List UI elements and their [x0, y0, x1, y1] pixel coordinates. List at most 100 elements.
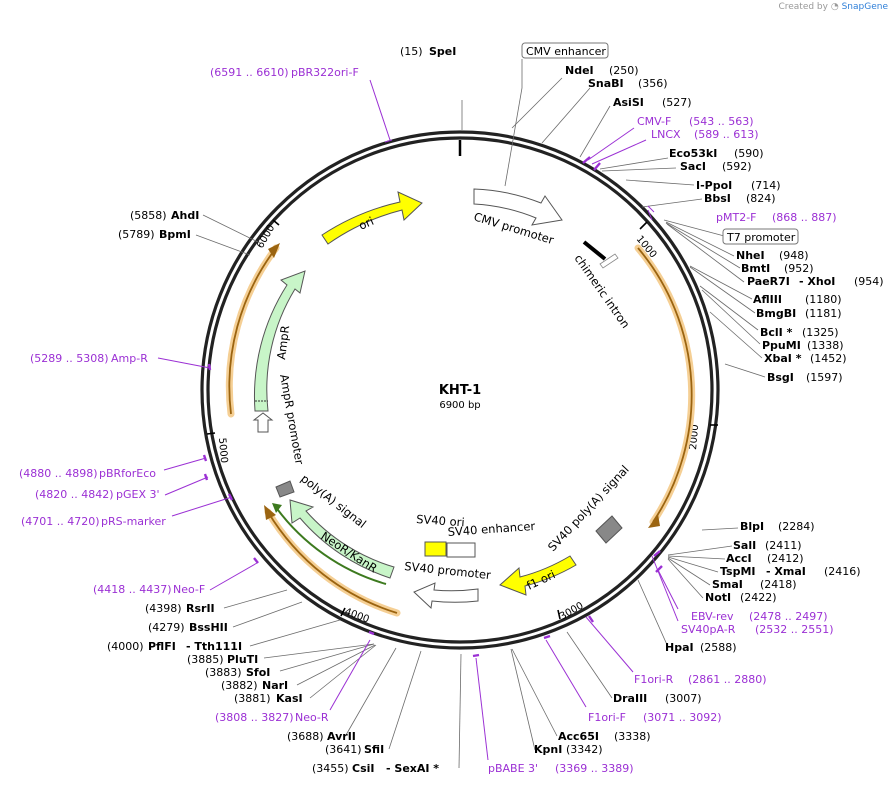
svg-text:(356): (356)	[638, 77, 668, 90]
enzyme-ndeI: NdeI	[565, 64, 594, 77]
enzyme-ppumI: PpuMI	[762, 339, 801, 352]
primer-leaders	[157, 79, 679, 761]
svg-text:(590): (590)	[734, 147, 764, 160]
cmv-promoter-feature	[473, 188, 563, 226]
svg-text:(4398): (4398)	[145, 602, 182, 615]
svg-text:(2418): (2418)	[760, 578, 797, 591]
svg-text:(1325): (1325)	[802, 326, 839, 339]
svg-text:(2478 .. 2497): (2478 .. 2497)	[749, 610, 828, 623]
svg-text:(3808 .. 3827): (3808 .. 3827)	[215, 711, 294, 724]
t7-promoter-box	[722, 228, 799, 245]
enzyme-ahdI: AhdI	[171, 209, 199, 222]
backbone-outer	[200, 130, 720, 650]
svg-text:(5858): (5858)	[130, 209, 167, 222]
svg-text:(2284): (2284)	[778, 520, 815, 533]
svg-text:(2416): (2416)	[824, 565, 861, 578]
sv40-polya-box	[595, 515, 623, 544]
enzyme-bmtI: BmtI	[741, 262, 770, 275]
snapgene-logo-icon: ◔	[830, 2, 839, 12]
svg-text:(5789): (5789)	[118, 228, 155, 241]
enzyme-avrii: AvrII	[327, 730, 356, 743]
enzyme-tspmI: TspMI	[720, 565, 756, 578]
enzyme-sfoI: SfoI	[246, 666, 270, 679]
enzyme-hpaI: HpaI	[665, 641, 694, 654]
enzyme-salI: SalI	[733, 539, 756, 552]
f1-ori-feature	[499, 555, 577, 596]
neor-feature	[289, 499, 395, 579]
svg-text:(3883): (3883)	[205, 666, 242, 679]
enzyme-notI: NotI	[705, 591, 731, 604]
svg-text:(824): (824)	[746, 192, 776, 205]
svg-text:(3455): (3455)	[312, 762, 349, 775]
svg-text:(4000): (4000)	[107, 640, 144, 653]
svg-text:(4701 .. 4720): (4701 .. 4720)	[21, 515, 100, 528]
polya-box	[275, 480, 295, 498]
ampr-promoter-label: AmpR promoter	[277, 373, 307, 466]
sv40-polya-label: SV40 poly(A) signal	[545, 462, 632, 554]
enzyme-bpmI: BpmI	[159, 228, 191, 241]
enzyme-sacI: SacI	[680, 160, 706, 173]
sv40-promoter-feature	[413, 582, 479, 610]
svg-text:- XhoI: - XhoI	[799, 275, 835, 288]
sv40-enhancer-box	[446, 542, 476, 558]
enzyme-eco53kI: Eco53kI	[669, 147, 717, 160]
enzyme-kasI: KasI	[276, 692, 303, 705]
svg-text:(2861 .. 2880): (2861 .. 2880)	[688, 673, 767, 686]
svg-text:(954): (954)	[854, 275, 884, 288]
cmv-enhancer-label: CMV enhancer	[526, 45, 606, 58]
svg-text:(2532 .. 2551): (2532 .. 2551)	[755, 623, 834, 636]
enzyme-afliii: AflIII	[753, 293, 782, 306]
chimeric-intron-mark	[582, 240, 607, 261]
enzyme-rsrii: RsrII	[186, 602, 215, 615]
svg-text:(3885): (3885)	[187, 653, 224, 666]
enzyme-speI-pos: (15)	[400, 45, 423, 58]
svg-text:(6591 .. 6610): (6591 .. 6610)	[210, 66, 289, 79]
svg-text:(543 .. 563): (543 .. 563)	[689, 115, 754, 128]
enzyme-bsshii: BssHII	[189, 621, 228, 634]
backbone-inner	[206, 136, 714, 644]
svg-text:(1597): (1597)	[806, 371, 843, 384]
primer-pbr322ori-f: pBR322ori-F	[291, 66, 359, 79]
enzyme-sfiI: SfiI	[364, 743, 384, 756]
enzyme-speI: SpeI	[429, 45, 456, 58]
primer-amp-r: Amp-R	[111, 352, 148, 365]
plasmid-size: 6900 bp	[439, 400, 480, 411]
primer-neo-r: Neo-R	[295, 711, 329, 724]
svg-text:(2411): (2411)	[765, 539, 802, 552]
primer-prs-marker: pRS-marker	[101, 515, 166, 528]
svg-text:(1338): (1338)	[807, 339, 844, 352]
ampr-label: AmpR	[274, 325, 292, 361]
enzyme-narI: NarI	[262, 679, 288, 692]
primer-labels: (6591 .. 6610) pBR322ori-F CMV-F (543 ..…	[19, 66, 837, 775]
enzyme-blpI: BlpI	[740, 520, 764, 533]
svg-text:- Tth111I: - Tth111I	[186, 640, 242, 653]
primer-ebv-rev: EBV-rev	[691, 610, 734, 623]
credit-prefix: Created by	[778, 2, 828, 12]
svg-text:(527): (527)	[662, 96, 692, 109]
svg-text:(1181): (1181)	[805, 307, 842, 320]
primer-pmt2-f: pMT2-F	[716, 211, 757, 224]
enzyme-plutI: PluTI	[227, 653, 258, 666]
svg-text:(3071 .. 3092): (3071 .. 3092)	[643, 711, 722, 724]
tick-5000: 5000	[216, 437, 229, 463]
plasmid-name: KHT-1	[439, 383, 481, 398]
svg-text:(3342): (3342)	[566, 743, 603, 756]
scale-ticks	[206, 219, 718, 620]
svg-text:(3641): (3641)	[325, 743, 362, 756]
primer-sv40pa-r: SV40pA-R	[681, 623, 736, 636]
svg-text:(250): (250)	[609, 64, 639, 77]
svg-text:(4880 .. 4898): (4880 .. 4898)	[19, 467, 98, 480]
sv40-promoter-label: SV40 promoter	[404, 559, 492, 582]
svg-text:(714): (714)	[751, 179, 781, 192]
svg-text:(3369 .. 3389): (3369 .. 3389)	[555, 762, 634, 775]
svg-text:(4279): (4279)	[148, 621, 185, 634]
svg-text:(4820 .. 4842): (4820 .. 4842)	[35, 488, 114, 501]
enzyme-bclI: BclI *	[760, 326, 793, 339]
enzyme-xbaI: XbaI *	[764, 352, 802, 365]
svg-text:(3688): (3688)	[287, 730, 324, 743]
enzyme-ippoI: I-PpoI	[696, 179, 732, 192]
enzyme-acc65I: Acc65I	[558, 730, 599, 743]
ampr-promoter-feature	[252, 412, 274, 433]
svg-text:(592): (592)	[722, 160, 752, 173]
